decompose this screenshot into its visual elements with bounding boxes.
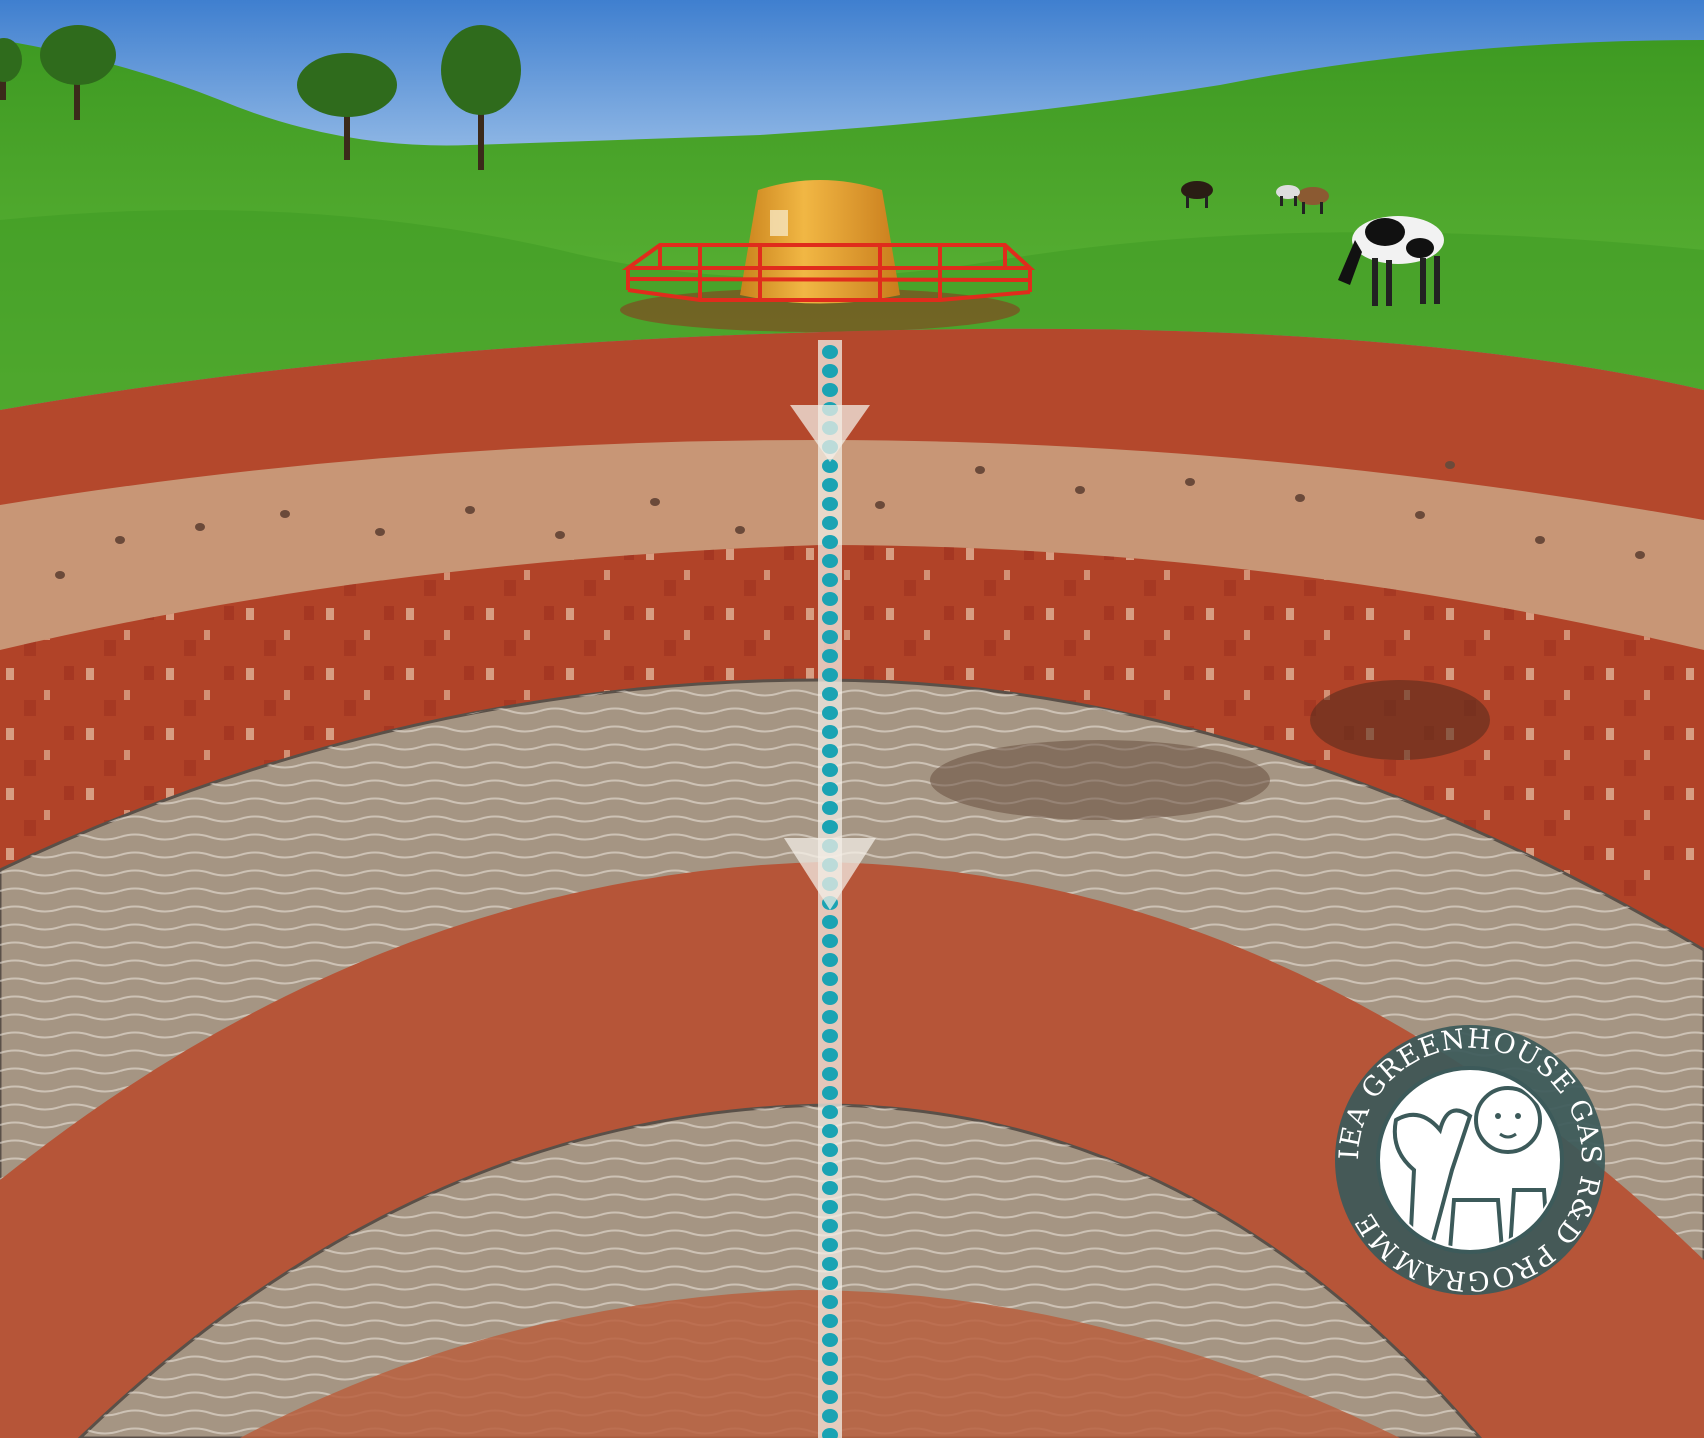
co2-dot	[822, 535, 838, 549]
tree-icon	[0, 38, 22, 100]
co2-dot	[822, 1181, 838, 1195]
down-arrow-icon	[790, 405, 870, 462]
co2-dot	[822, 1105, 838, 1119]
co2-dot	[822, 1409, 838, 1423]
co2-dot	[822, 345, 838, 359]
dark-patch	[930, 740, 1270, 820]
co2-dot	[822, 744, 838, 758]
co2-dot	[822, 1048, 838, 1062]
co2-dot	[822, 1010, 838, 1024]
co2-dot	[822, 801, 838, 815]
down-arrow-icon	[784, 838, 876, 910]
co2-dot	[822, 1086, 838, 1100]
co2-dot	[822, 1162, 838, 1176]
co2-dot	[822, 763, 838, 777]
co2-dot	[822, 1295, 838, 1309]
cow-icon	[1297, 187, 1329, 214]
co2-dot	[822, 649, 838, 663]
co2-dot	[822, 820, 838, 834]
tree-icon	[40, 25, 116, 120]
co2-dot	[822, 1257, 838, 1271]
co2-dot	[822, 782, 838, 796]
co2-dot	[822, 516, 838, 530]
co2-dot	[822, 934, 838, 948]
co2-dot	[822, 1390, 838, 1404]
co2-dot	[822, 1143, 838, 1157]
co2-dot	[822, 1067, 838, 1081]
co2-dot	[822, 1428, 838, 1438]
co2-dot	[822, 915, 838, 929]
co2-dot	[822, 706, 838, 720]
co2-dot	[822, 573, 838, 587]
dark-patch	[1310, 680, 1490, 760]
co2-dot	[822, 1333, 838, 1347]
sun-face-icon	[1474, 1086, 1542, 1154]
iea-ghg-logo: IEA GREENHOUSE GAS R&D PROGRAMME	[1334, 1023, 1605, 1296]
co2-dot	[822, 991, 838, 1005]
co2-dot	[822, 630, 838, 644]
co2-dot	[822, 611, 838, 625]
co2-dot	[822, 1029, 838, 1043]
co2-dot	[822, 972, 838, 986]
co2-dot	[822, 1371, 838, 1385]
co2-dot	[822, 953, 838, 967]
co2-dot	[822, 1238, 838, 1252]
co2-dot	[822, 459, 838, 473]
co2-dot	[822, 1200, 838, 1214]
co2-dot	[822, 554, 838, 568]
co2-dot	[822, 725, 838, 739]
tree-icon	[1392, 1108, 1473, 1248]
tree-icon	[441, 25, 521, 170]
co2-dot	[822, 364, 838, 378]
co2-dot	[822, 592, 838, 606]
storage-tank-icon	[620, 180, 1036, 332]
co2-dot	[822, 383, 838, 397]
cow-icon	[1338, 216, 1444, 306]
tree-icon	[297, 53, 397, 160]
co2-dot	[822, 1219, 838, 1233]
co2-dot	[822, 687, 838, 701]
co2-dot	[822, 1314, 838, 1328]
co2-dot	[822, 478, 838, 492]
cow-icon	[1181, 181, 1213, 208]
co2-dot	[822, 1124, 838, 1138]
co2-dot	[822, 497, 838, 511]
co2-dot	[822, 1352, 838, 1366]
co2-dot	[822, 1276, 838, 1290]
pebble-row	[55, 461, 1645, 579]
cow-icon	[1276, 185, 1300, 206]
power-station	[1447, 1188, 1551, 1248]
safety-railing	[621, 243, 1036, 302]
co2-dot	[822, 668, 838, 682]
